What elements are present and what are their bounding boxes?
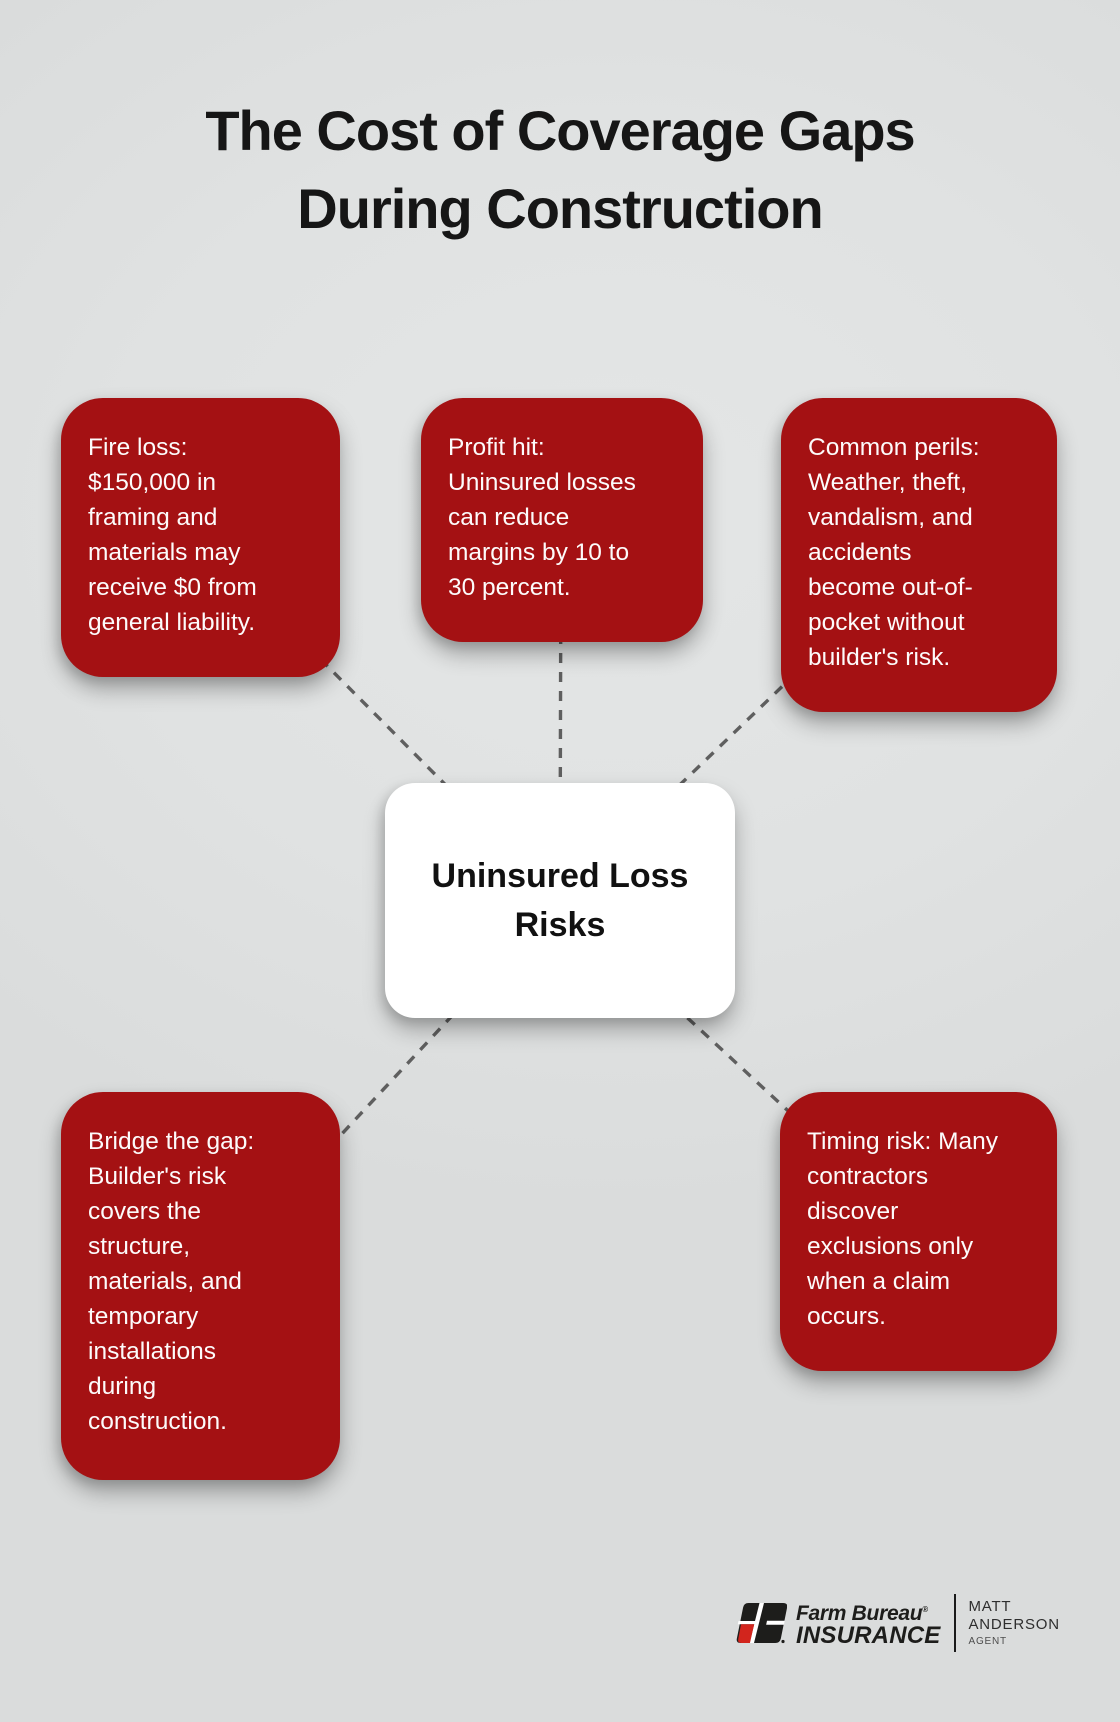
node-common-perils: Common perils: Weather, theft, vandalism…	[781, 398, 1057, 712]
node-fire-loss: Fire loss: $150,000 in framing and mater…	[61, 398, 340, 677]
brand-name-line: Farm Bureau®	[796, 1599, 940, 1624]
agent-block: MATT ANDERSON AGENT	[968, 1598, 1059, 1648]
brand-wordmark: Farm Bureau® INSURANCE	[796, 1599, 940, 1648]
farm-bureau-logo-icon	[736, 1603, 787, 1644]
page-title: The Cost of Coverage Gaps During Constru…	[0, 92, 1120, 248]
hub-uninsured-loss-risks: Uninsured Loss Risks	[385, 783, 735, 1018]
agent-first-name: MATT	[968, 1598, 1012, 1615]
footer-divider	[954, 1594, 957, 1652]
brand-name: Farm Bureau	[796, 1601, 923, 1625]
registered-trademark-icon: ®	[922, 1604, 928, 1614]
node-timing-risk: Timing risk: Many contractors discover e…	[780, 1092, 1057, 1371]
brand-word: INSURANCE	[796, 1621, 941, 1649]
node-bridge-the-gap: Bridge the gap: Builder's risk covers th…	[61, 1092, 340, 1480]
agent-role: AGENT	[968, 1636, 1007, 1647]
page-title-line2: During Construction	[297, 177, 823, 240]
footer-brand-block: Farm Bureau® INSURANCE MATT ANDERSON AGE…	[735, 1592, 1060, 1654]
node-profit-hit: Profit hit: Uninsured losses can reduce …	[421, 398, 703, 642]
page-title-line1: The Cost of Coverage Gaps	[205, 99, 915, 162]
agent-last-name: ANDERSON	[968, 1616, 1060, 1633]
